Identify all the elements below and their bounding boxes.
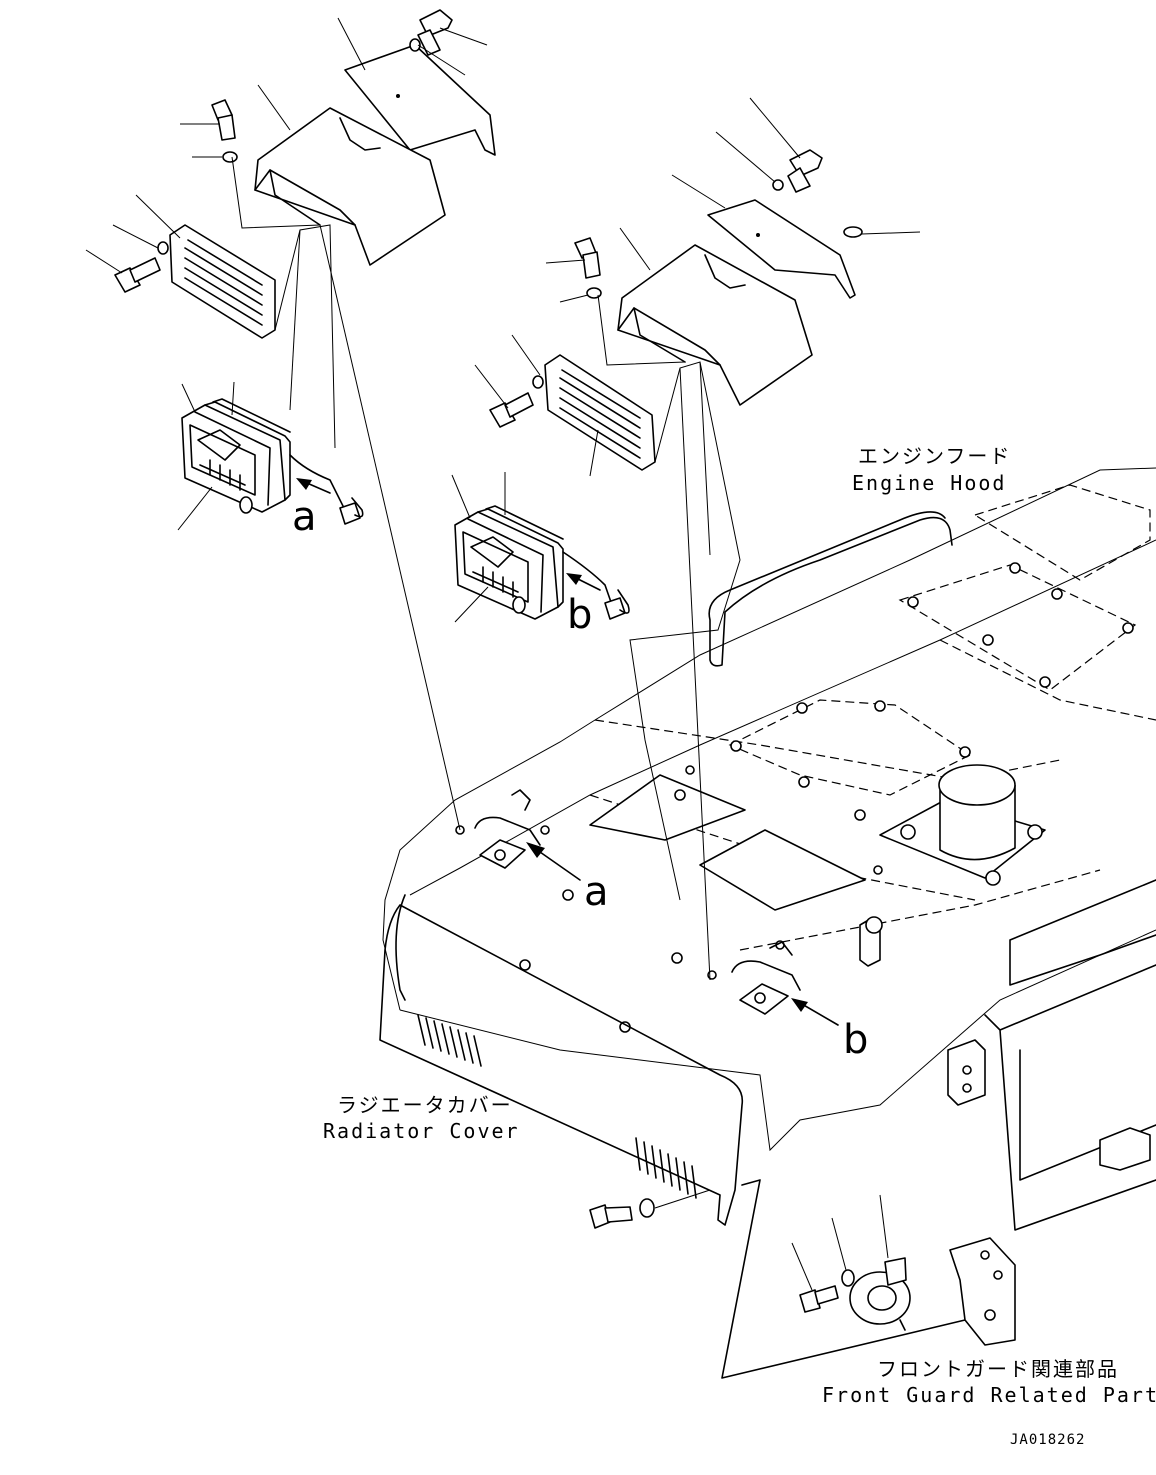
front-guard-label-en: Front Guard Related Parts (822, 1383, 1156, 1407)
hood-plate-middle (898, 564, 1137, 691)
engine-hood-label-jp: エンジンフード (858, 444, 1011, 468)
callout-b-body: b (843, 1017, 868, 1063)
drawing-code: JA018262 (1010, 1432, 1085, 1448)
mount-bracket-a (474, 789, 541, 869)
radiator-cover-label-en: Radiator Cover (323, 1119, 520, 1143)
mount-bracket-b (731, 941, 801, 1015)
side-latch (859, 916, 883, 967)
radiator-cover-label-jp: ラジエータカバー (337, 1093, 513, 1117)
callout-a-lamp: a (292, 494, 317, 540)
front-guard-label-jp: フロントガード関連部品 (877, 1357, 1119, 1381)
callout-arrow-b-body (791, 998, 839, 1026)
lamp-grille-right (544, 354, 656, 471)
callout-a-body: a (584, 869, 609, 915)
lamp-top-plate-left (344, 44, 496, 156)
machine-body (382, 467, 1156, 1231)
callout-arrow-a-body (526, 842, 581, 881)
body-plate-b (699, 829, 866, 911)
callout-arrow-b-lamp (566, 573, 601, 591)
radiator-louvers-lower (635, 1137, 697, 1199)
engine-hood-label-en: Engine Hood (852, 471, 1006, 495)
callout-arrow-a-lamp (296, 478, 331, 494)
hood-front-rim (395, 894, 406, 1001)
front-guard-parts (721, 1179, 1016, 1379)
radiator-cover (379, 904, 744, 1229)
callout-b-lamp: b (567, 592, 592, 638)
lamp-unit-right (454, 505, 630, 620)
horn (849, 1257, 911, 1331)
horn-bolt (799, 1269, 855, 1313)
lamp-housing-right (617, 244, 813, 406)
hood-bolts (730, 562, 1134, 821)
side-door-handle (1099, 1127, 1151, 1171)
lamp-top-plate-right (707, 199, 856, 299)
hood-outline (382, 467, 1156, 1152)
lamp-housing-left (254, 107, 446, 266)
hood-plate-lower (728, 699, 972, 796)
radiator-louvers-upper (417, 1014, 482, 1067)
handrail (708, 511, 953, 667)
lamp-unit-left (181, 398, 364, 525)
lamp-assembly-right (451, 97, 921, 981)
body-plate-a (589, 774, 746, 841)
hood-plate-upper (973, 484, 1151, 581)
lamp-assembly-left (85, 9, 496, 831)
lamp-grille-left (169, 224, 276, 339)
exhaust-pipe (879, 764, 1046, 886)
radiator-bolt (589, 1189, 711, 1229)
front-guard-bracket (949, 1237, 1016, 1346)
side-door-panel (984, 879, 1156, 1231)
